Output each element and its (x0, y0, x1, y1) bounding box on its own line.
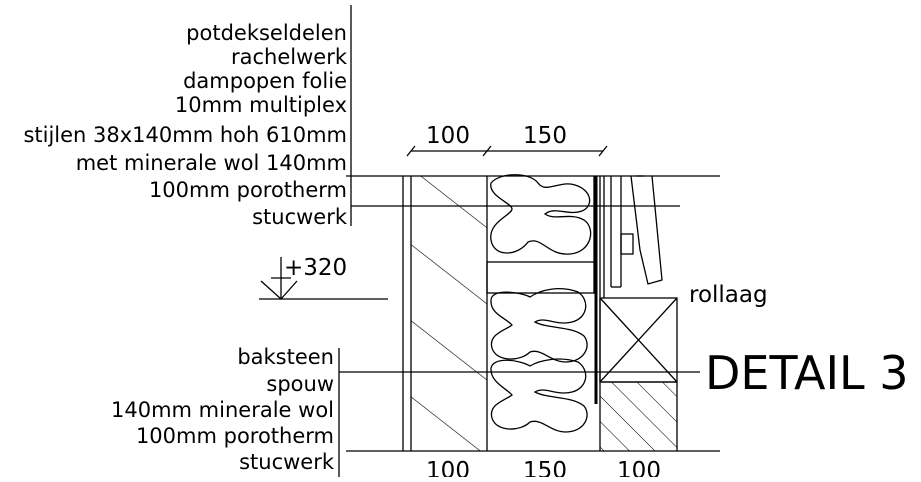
label-potdekseldelen: potdekseldelen (186, 21, 347, 45)
upper-insulation (490, 174, 592, 255)
label-dampopen-folie: dampopen folie (183, 69, 347, 93)
level-mark-text: +320 (284, 255, 347, 281)
timber-cladding (610, 175, 663, 288)
bottom-dimension: 100 150 100 (426, 458, 661, 482)
label-stijlen: stijlen 38x140mm hoh 610mm (23, 123, 347, 147)
top-dimension: 100 150 (406, 123, 608, 157)
rollaag-label: rollaag (689, 282, 768, 308)
brick-rollaag (599, 297, 678, 451)
label-stucwerk-upper: stucwerk (252, 205, 348, 229)
dim-bottom-100-left: 100 (426, 458, 470, 477)
level-marker: +320 (259, 255, 388, 300)
label-baksteen: baksteen (237, 345, 334, 369)
label-multiplex: 10mm multiplex (175, 93, 347, 117)
detail-title: DETAIL 3 (705, 346, 909, 400)
dim-bottom-150: 150 (523, 458, 567, 477)
label-rachelwerk: rachelwerk (231, 45, 348, 69)
lower-insulation (490, 288, 588, 433)
label-porotherm-upper: 100mm porotherm (149, 178, 347, 202)
label-spouw: spouw (266, 372, 334, 396)
porotherm-inner-leaf (411, 176, 487, 451)
upper-label-list: potdekseldelen rachelwerk dampopen folie… (23, 21, 347, 229)
dim-top-100: 100 (426, 123, 470, 149)
label-minerale-wol-lower: 140mm minerale wol (111, 398, 334, 422)
label-minerale-wol-stijlen: met minerale wol 140mm (76, 151, 347, 175)
dim-top-150: 150 (523, 123, 567, 149)
label-stucwerk-lower: stucwerk (239, 450, 335, 474)
lower-label-list: baksteen spouw 140mm minerale wol 100mm … (111, 345, 335, 474)
dim-bottom-100-right: 100 (617, 458, 661, 477)
lintel-beam (486, 261, 595, 294)
label-porotherm-lower: 100mm porotherm (136, 424, 334, 448)
